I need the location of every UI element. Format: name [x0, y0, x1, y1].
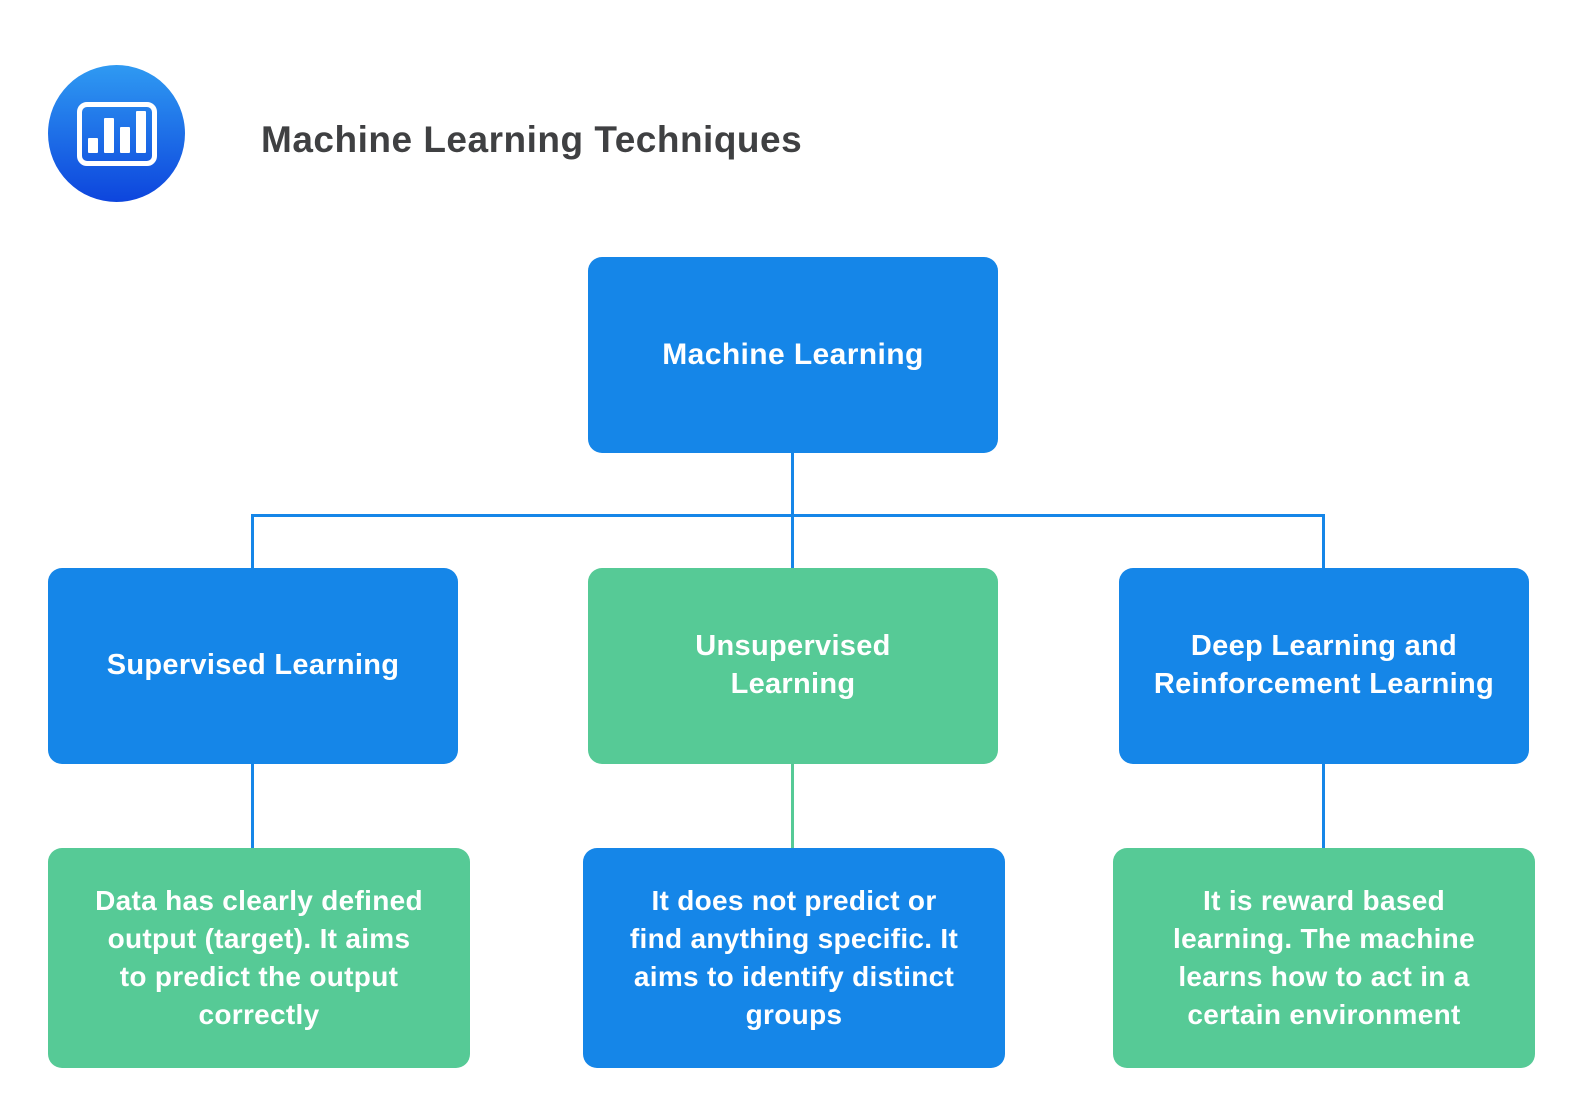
- bar-chart-icon: [76, 101, 157, 166]
- description-supervised-learning: Data has clearly defined output (target)…: [48, 848, 470, 1068]
- bar-chart-bar: [119, 126, 130, 153]
- connector-desc-unsupervised: [791, 762, 794, 850]
- node-unsupervised-learning: Unsupervised Learning: [588, 568, 998, 764]
- connector-horizontal: [252, 514, 1325, 517]
- connector-branch-supervised: [251, 514, 254, 570]
- connector-desc-supervised: [251, 762, 254, 850]
- connector-root-vertical: [791, 450, 794, 517]
- bar-chart-bar: [135, 110, 146, 153]
- header-icon: [48, 65, 185, 202]
- connector-branch-deep-learning: [1322, 514, 1325, 570]
- bar-chart-bar: [87, 137, 98, 153]
- connector-desc-deep-learning: [1322, 762, 1325, 850]
- description-unsupervised-learning: It does not predict or find anything spe…: [583, 848, 1005, 1068]
- bar-chart-bar: [103, 117, 114, 153]
- node-deep-reinforcement-learning: Deep Learning and Reinforcement Learning: [1119, 568, 1529, 764]
- description-deep-reinforcement-learning: It is reward based learning. The machine…: [1113, 848, 1535, 1068]
- node-supervised-learning: Supervised Learning: [48, 568, 458, 764]
- page-title: Machine Learning Techniques: [261, 119, 803, 160]
- node-machine-learning: Machine Learning: [588, 257, 998, 453]
- connector-branch-unsupervised: [791, 514, 794, 570]
